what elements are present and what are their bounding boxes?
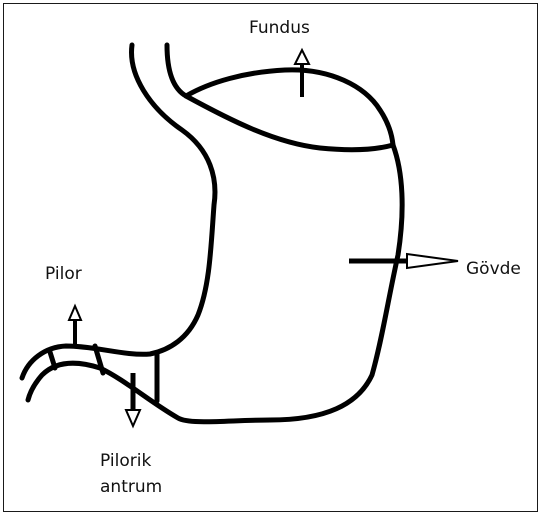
pilor-arrow bbox=[69, 306, 81, 344]
pilor-label: Pilor bbox=[45, 264, 82, 284]
pilorik-antrum-label: Pilorik antrum bbox=[100, 448, 162, 500]
fundus-label: Fundus bbox=[249, 18, 310, 38]
pilorik-antrum-arrow bbox=[126, 373, 140, 426]
govde-label: Gövde bbox=[466, 259, 521, 279]
stomach-outline-esophagus bbox=[167, 45, 393, 145]
pilorik-antrum-label-line2: antrum bbox=[100, 474, 162, 500]
fundus-divider-line bbox=[186, 96, 393, 150]
fundus-arrow bbox=[295, 50, 309, 97]
pilorik-antrum-label-line1: Pilorik bbox=[100, 448, 162, 474]
govde-arrow bbox=[349, 254, 458, 268]
